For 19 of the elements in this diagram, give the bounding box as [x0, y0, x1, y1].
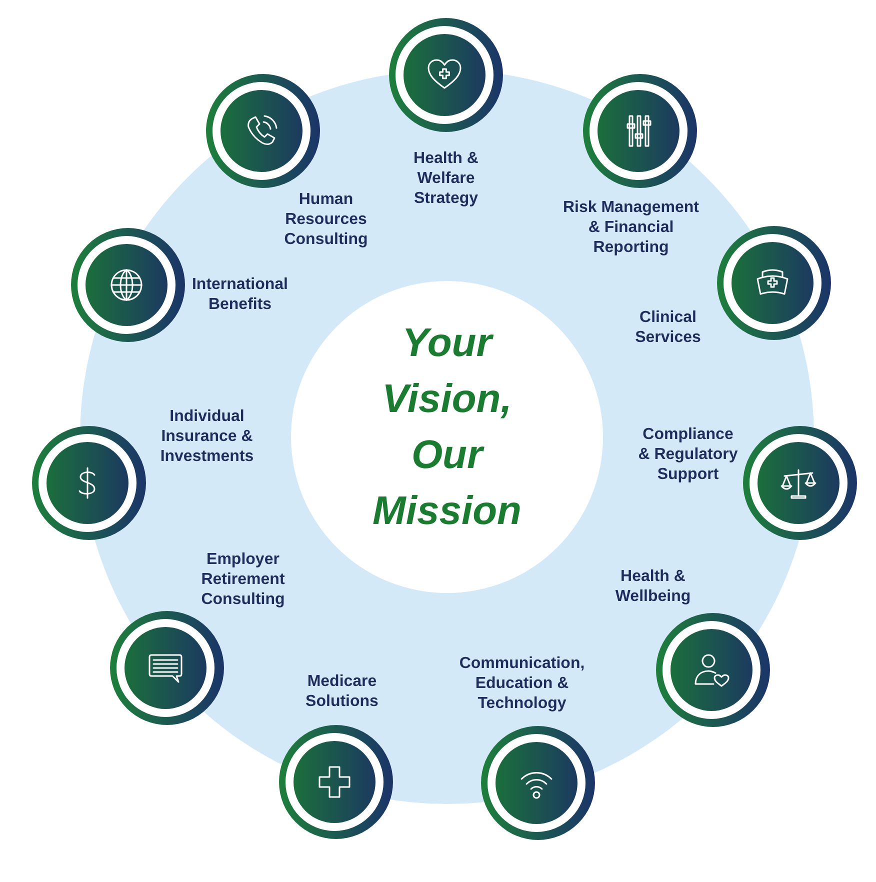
service-label: Individual Insurance & Investments — [159, 407, 255, 467]
icon-badge — [717, 226, 831, 340]
service-label: International Benefits — [191, 275, 289, 315]
icon-badge — [71, 228, 185, 342]
mission-text: Your Vision, Our Mission — [372, 320, 522, 535]
service-label: Health & Wellbeing — [614, 567, 692, 607]
service-label: Risk Management & Financial Reporting — [562, 198, 700, 258]
service-label: Employer Retirement Consulting — [200, 550, 286, 610]
icon-badge — [279, 725, 393, 839]
service-label: Medicare Solutions — [304, 672, 380, 712]
service-label: Health & Welfare Strategy — [412, 149, 480, 209]
icon-badge — [389, 18, 503, 132]
service-label: Human Resources Consulting — [283, 190, 369, 250]
service-label: Compliance & Regulatory Support — [637, 425, 739, 485]
icon-badge — [32, 426, 146, 540]
icon-badge — [481, 726, 595, 840]
service-label: Communication, Education & Technology — [458, 654, 586, 714]
icon-badge — [743, 426, 857, 540]
service-label: Clinical Services — [634, 308, 702, 348]
